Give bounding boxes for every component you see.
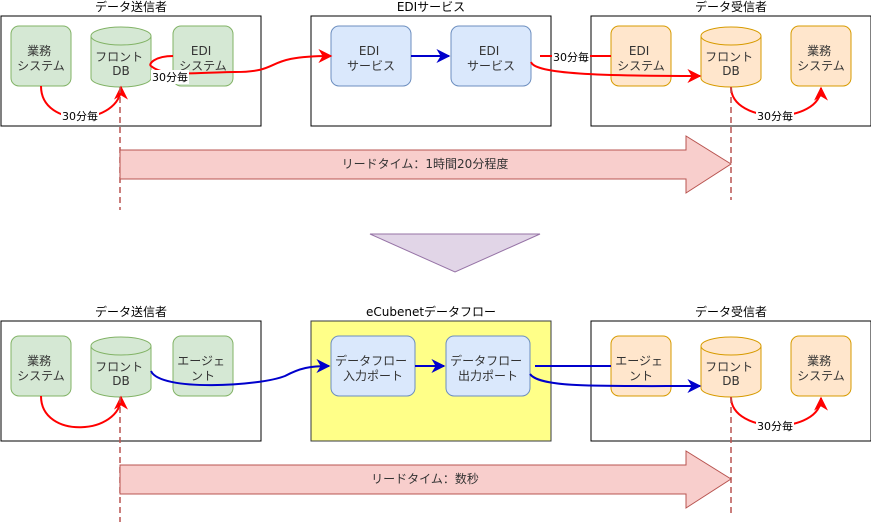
top-receiver-title: データ受信者 — [695, 0, 767, 14]
top-edge-service-to-receiver-db — [530, 61, 702, 83]
top-sender-edi-system-label: EDI システム — [179, 44, 227, 73]
bottom-sender-front-db — [90, 336, 152, 398]
bottom-sender-front-db-label: フロント DB — [95, 360, 147, 388]
top-sender-interval-right: 30分毎 — [152, 71, 188, 84]
bottom-lead-time-arrow — [119, 450, 732, 509]
bottom-flow-title: eCubenetデータフロー — [366, 304, 496, 319]
top-lead-time-label: リードタイム：1時間20分程度 — [342, 156, 509, 171]
bottom-receiver-title: データ受信者 — [695, 304, 767, 319]
top-receiver-front-db — [700, 26, 762, 88]
bottom-output-port — [445, 335, 531, 397]
top-edi-service-1-label: EDI サービス — [347, 44, 395, 73]
bottom-diagram: データ送信者 eCubenetデータフロー データ受信者 業務 システム フロン… — [0, 304, 871, 522]
bottom-edge-business-to-db — [40, 395, 128, 429]
bottom-receiver-interval-out: 30分毎 — [757, 420, 793, 433]
bottom-sender-business-system-label: 業務 システム — [17, 354, 65, 383]
bottom-input-port-label: データフロー 入力ポート — [335, 353, 411, 383]
bottom-receiver-business-system-label: 業務 システム — [797, 354, 845, 383]
bottom-sender-title: データ送信者 — [95, 304, 167, 319]
top-receiver-business-system-label: 業務 システム — [797, 44, 845, 73]
bottom-output-port-label: データフロー 出力ポート — [450, 353, 526, 383]
top-sender-business-system-label: 業務 システム — [17, 44, 65, 73]
top-receiver-edi-system-label: EDI システム — [617, 44, 665, 73]
top-receiver-interval-out: 30分毎 — [757, 110, 793, 123]
bottom-edge-output-to-receiver-db — [529, 373, 702, 394]
top-sender-front-db-label: フロント DB — [95, 50, 147, 78]
top-edge-edi-to-db — [149, 55, 174, 67]
top-sender-interval-left: 30分毎 — [62, 110, 98, 123]
top-lead-time-arrow — [119, 135, 732, 194]
bottom-receiver-agent-label: エージェ ント — [615, 354, 667, 383]
bottom-sender-agent-label: エージェ ント — [177, 354, 229, 383]
top-diagram: データ送信者 EDIサービス データ受信者 業務 システム フロント DB ED… — [0, 0, 871, 210]
top-receiver-front-db-label: フロント DB — [705, 50, 757, 78]
top-sender-title: データ送信者 — [95, 0, 167, 14]
bottom-sender-agent — [172, 335, 234, 397]
top-service-title: EDIサービス — [397, 0, 465, 14]
transition-down-arrow — [369, 233, 541, 273]
top-receiver-interval-in: 30分毎 — [553, 51, 589, 64]
top-edi-service-2-label: EDI サービス — [467, 44, 515, 73]
bottom-receiver-front-db — [700, 336, 762, 398]
top-edi-service-2 — [450, 25, 532, 87]
bottom-receiver-business-system — [790, 335, 852, 397]
top-receiver-business-system — [790, 25, 852, 87]
bottom-lead-time-label: リードタイム：数秒 — [371, 471, 479, 486]
bottom-edge-db-to-input-port — [150, 359, 331, 387]
bottom-receiver-front-db-label: フロント DB — [705, 360, 757, 388]
